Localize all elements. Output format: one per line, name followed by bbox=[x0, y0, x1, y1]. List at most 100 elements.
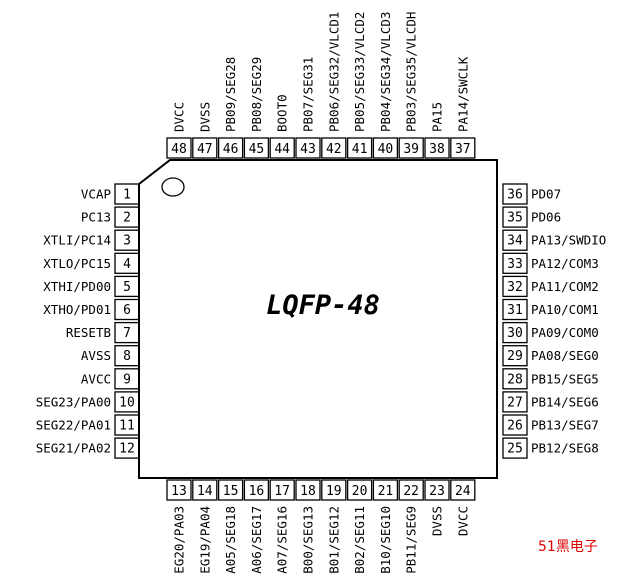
pin-number: 8 bbox=[123, 349, 131, 364]
bottom-pin-box bbox=[424, 479, 450, 501]
right-pin-box bbox=[502, 206, 528, 228]
bottom-pin-box bbox=[295, 479, 321, 501]
pin-label: SEG21/PA02 bbox=[36, 441, 111, 456]
pin-label: B02/SEG11 bbox=[352, 506, 367, 574]
pin-number: 15 bbox=[223, 484, 239, 499]
pin-label: DVCC bbox=[172, 102, 187, 132]
top-pin-box bbox=[321, 137, 347, 159]
chip-body bbox=[138, 159, 498, 479]
pin-number: 17 bbox=[274, 484, 290, 499]
pin-number: 28 bbox=[507, 372, 523, 387]
pin-number: 6 bbox=[123, 303, 131, 318]
bottom-pin-box bbox=[243, 479, 270, 501]
top-pin-box bbox=[269, 137, 295, 159]
pin-label: AVCC bbox=[81, 371, 111, 386]
pin-label: A06/SEG17 bbox=[249, 506, 264, 574]
pin-label: PB15/SEG5 bbox=[531, 371, 599, 386]
right-pin-box bbox=[502, 437, 528, 459]
pin-label: B00/SEG13 bbox=[301, 506, 316, 574]
pin-number: 13 bbox=[171, 484, 187, 499]
pin-label: PA12/COM3 bbox=[531, 256, 599, 271]
pin-label: PD06 bbox=[531, 210, 561, 225]
pin-number: 24 bbox=[455, 484, 471, 499]
pin-label: VCAP bbox=[81, 187, 111, 202]
pin-label: EG20/PA03 bbox=[172, 506, 187, 574]
top-pin-box bbox=[424, 137, 450, 159]
pin-label: PA14/SWCLK bbox=[455, 56, 470, 132]
right-pin-box bbox=[502, 183, 528, 205]
right-pin-box bbox=[502, 391, 528, 413]
pin-number: 47 bbox=[197, 142, 213, 157]
pin-label: DVSS bbox=[430, 506, 445, 536]
pin-label: XTLO/PC15 bbox=[43, 256, 111, 271]
pin-label: A07/SEG16 bbox=[275, 506, 290, 574]
pin-label: BOOT0 bbox=[275, 94, 290, 132]
pin-number: 39 bbox=[403, 142, 419, 157]
pin-number: 3 bbox=[123, 234, 131, 249]
pin-number: 11 bbox=[119, 419, 135, 434]
top-pin-box bbox=[346, 137, 373, 159]
pin-label: PC13 bbox=[81, 210, 111, 225]
right-pin-box bbox=[502, 368, 528, 390]
pin-number: 27 bbox=[507, 395, 523, 410]
pin-label: XTHO/PD01 bbox=[43, 302, 111, 317]
pins-layer: 1VCAP2PC133XTLI/PC144XTLO/PC155XTHI/PD00… bbox=[36, 12, 607, 574]
pin-number: 21 bbox=[378, 484, 394, 499]
right-pin-box bbox=[502, 414, 528, 436]
pin-label: EG19/PA04 bbox=[197, 506, 212, 574]
pin-number: 33 bbox=[507, 257, 523, 272]
pin-label: PA10/COM1 bbox=[531, 302, 599, 317]
pin-number: 40 bbox=[378, 142, 394, 157]
pin-number: 35 bbox=[507, 211, 523, 226]
top-pin-box bbox=[398, 137, 424, 159]
pin-label: PB14/SEG6 bbox=[531, 394, 599, 409]
pin-label: PB11/SEG9 bbox=[404, 506, 419, 574]
bottom-pin-box bbox=[192, 479, 218, 501]
bottom-pin-box bbox=[346, 479, 373, 501]
pin-number: 4 bbox=[123, 257, 131, 272]
pin-number: 20 bbox=[352, 484, 368, 499]
pin-number: 30 bbox=[507, 326, 523, 341]
pin-number: 18 bbox=[300, 484, 316, 499]
top-pin-box bbox=[450, 137, 476, 159]
pin-label: PB03/SEG35/VLCDH bbox=[404, 12, 419, 132]
watermark-text: 51黑电子 bbox=[538, 539, 598, 555]
pin-label: XTLI/PC14 bbox=[43, 233, 111, 248]
pin-number: 32 bbox=[507, 280, 523, 295]
pin-label: B01/SEG12 bbox=[326, 506, 341, 574]
pin-label: PB12/SEG8 bbox=[531, 441, 599, 456]
top-pin-box bbox=[372, 137, 399, 159]
pin-label: A05/SEG18 bbox=[223, 506, 238, 574]
pin-number: 43 bbox=[300, 142, 316, 157]
top-pin-box bbox=[243, 137, 270, 159]
pin-label: PB13/SEG7 bbox=[531, 418, 599, 433]
top-pin-box bbox=[217, 137, 244, 159]
pin-number: 42 bbox=[326, 142, 342, 157]
pin-label: PA11/COM2 bbox=[531, 279, 599, 294]
pin-label: SEG23/PA00 bbox=[36, 394, 111, 409]
pin-number: 29 bbox=[507, 349, 523, 364]
pin-number: 14 bbox=[197, 484, 213, 499]
pin-label: PB07/SEG31 bbox=[301, 57, 316, 132]
pin-label: PB08/SEG29 bbox=[249, 57, 264, 132]
bottom-pin-box bbox=[166, 479, 192, 501]
pin-number: 41 bbox=[352, 142, 368, 157]
pin-label: PB06/SEG32/VLCD1 bbox=[326, 12, 341, 132]
pin-label: PB04/SEG34/VLCD3 bbox=[378, 12, 393, 132]
pin-label: SEG22/PA01 bbox=[36, 418, 111, 433]
pin-number: 23 bbox=[429, 484, 445, 499]
pin-number: 34 bbox=[507, 234, 523, 249]
pin-number: 10 bbox=[119, 395, 135, 410]
bottom-pin-box bbox=[321, 479, 347, 501]
pin-label: DVCC bbox=[455, 506, 470, 536]
pin-label: PB09/SEG28 bbox=[223, 57, 238, 132]
pin1-marker-dot bbox=[161, 177, 185, 197]
right-pin-box bbox=[502, 252, 528, 274]
bottom-pin-box bbox=[372, 479, 399, 501]
right-pin-box bbox=[502, 298, 528, 321]
pin-label: DVSS bbox=[197, 102, 212, 132]
pin-number: 7 bbox=[123, 326, 131, 341]
pin-number: 44 bbox=[274, 142, 290, 157]
pin-number: 48 bbox=[171, 142, 187, 157]
